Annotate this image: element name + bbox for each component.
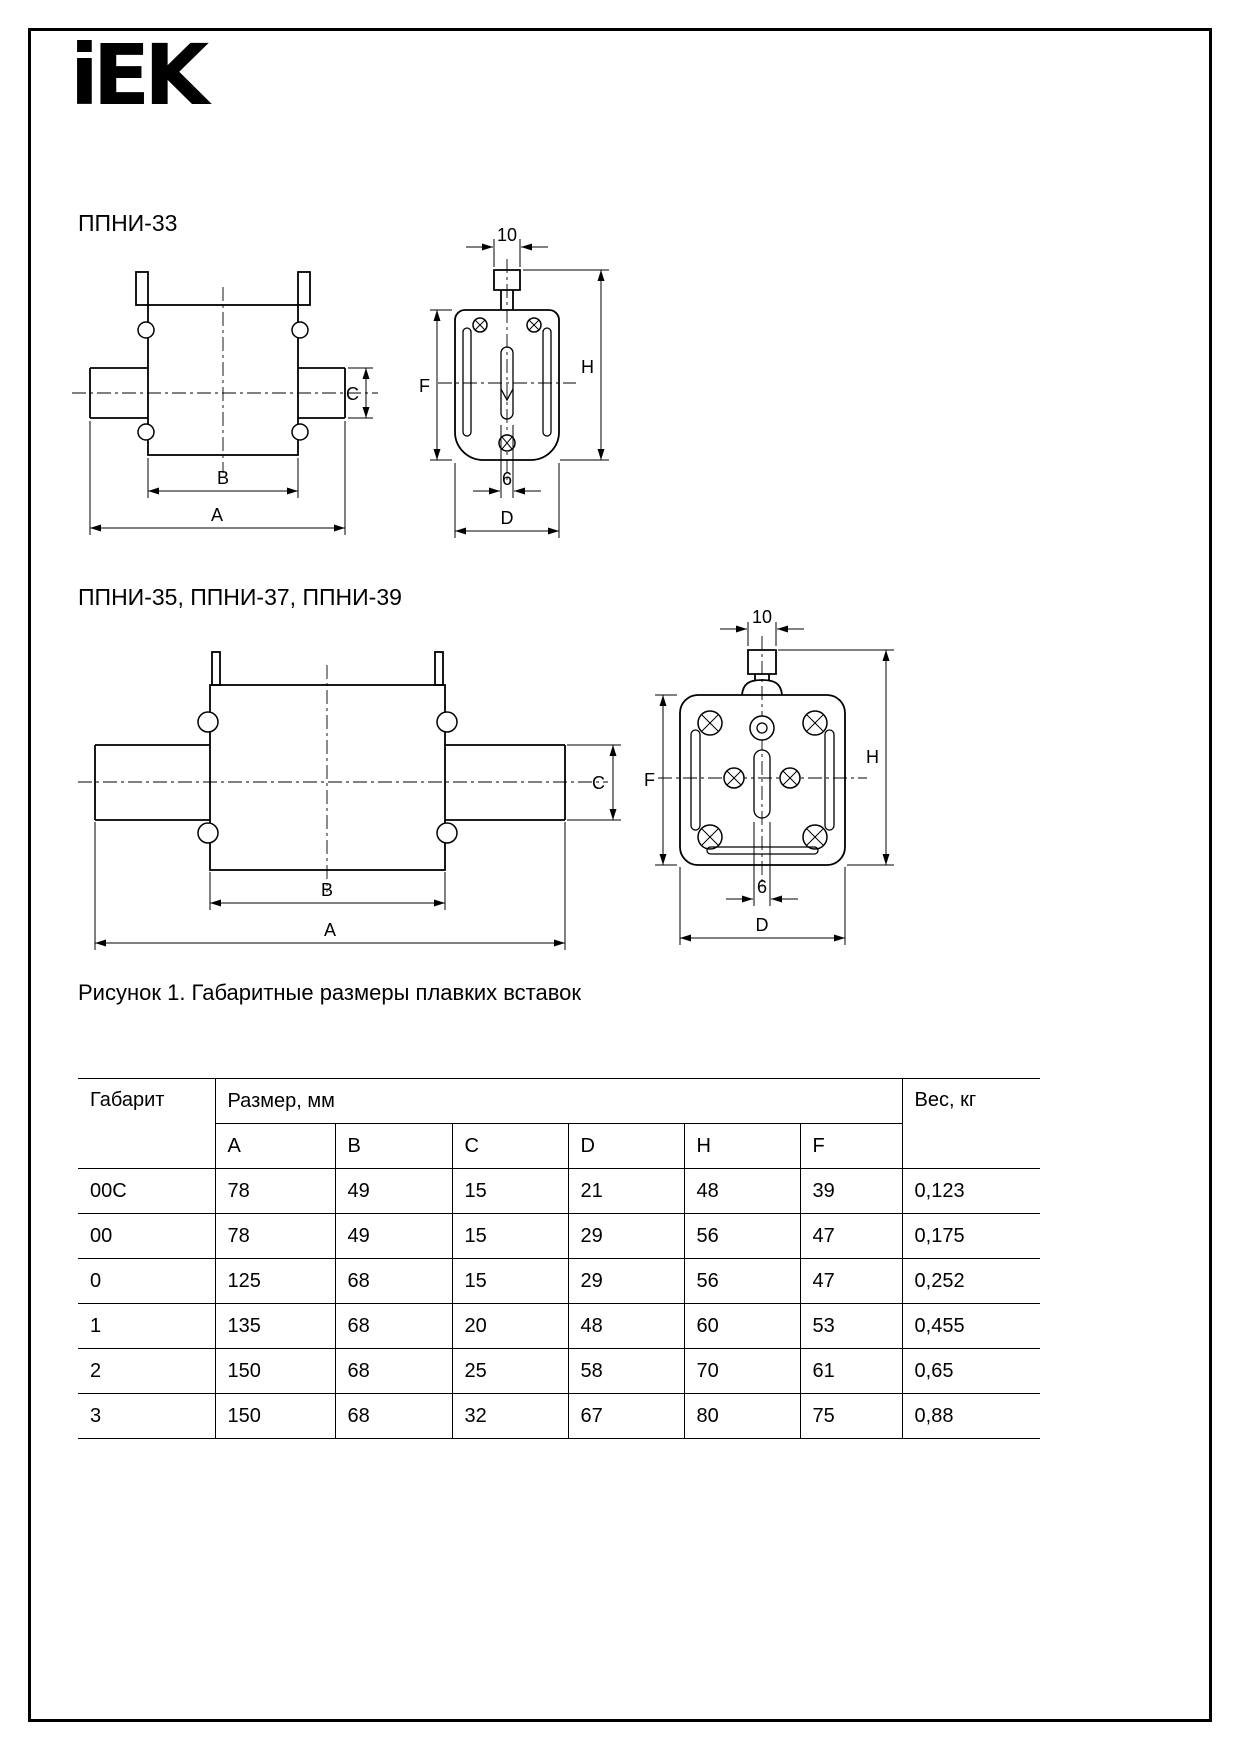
drawing2-title: ППНИ-35, ППНИ-37, ППНИ-39 bbox=[78, 584, 402, 610]
col-header-weight: Вес, кг bbox=[901, 1078, 1041, 1169]
col-header-c: C bbox=[451, 1123, 569, 1169]
cell-a: 78 bbox=[214, 1213, 336, 1259]
page-border bbox=[28, 28, 1212, 1722]
cell-h: 70 bbox=[683, 1348, 801, 1394]
table-row: 00 78 49 15 29 56 47 0,175 bbox=[78, 1213, 1041, 1259]
cell-h: 60 bbox=[683, 1303, 801, 1349]
iek-logo: iEK bbox=[70, 26, 209, 124]
cell-f: 47 bbox=[799, 1213, 903, 1259]
cell-d: 29 bbox=[567, 1258, 685, 1304]
cell-f: 39 bbox=[799, 1168, 903, 1214]
cell-gabarit: 1 bbox=[78, 1303, 216, 1349]
cell-c: 25 bbox=[451, 1348, 569, 1394]
cell-b: 68 bbox=[334, 1393, 453, 1439]
cell-a: 150 bbox=[214, 1393, 336, 1439]
dim-6-label: 6 bbox=[757, 877, 767, 897]
ppni35-side-view: C B A bbox=[78, 651, 621, 950]
dim-a-label: A bbox=[324, 920, 336, 940]
col-header-d: D bbox=[567, 1123, 685, 1169]
cell-c: 32 bbox=[451, 1393, 569, 1439]
dim-h-label: H bbox=[581, 357, 594, 377]
col-header-b: B bbox=[334, 1123, 453, 1169]
cell-gabarit: 0 bbox=[78, 1258, 216, 1304]
col-header-h: H bbox=[683, 1123, 801, 1169]
drawing-ppni-33: C B A bbox=[72, 225, 609, 538]
dimensions-table: Габарит Размер, мм Вес, кг A B C D H F 0… bbox=[78, 1078, 1041, 1439]
cell-gabarit: 3 bbox=[78, 1393, 216, 1439]
cell-d: 67 bbox=[567, 1393, 685, 1439]
cell-gabarit: 00 bbox=[78, 1213, 216, 1259]
dim-h-label: H bbox=[866, 747, 879, 767]
cell-b: 68 bbox=[334, 1348, 453, 1394]
cell-h: 48 bbox=[683, 1168, 801, 1214]
cell-h: 80 bbox=[683, 1393, 801, 1439]
cell-f: 53 bbox=[799, 1303, 903, 1349]
dim-b-label: B bbox=[321, 880, 333, 900]
table-header-row-1: Габарит Размер, мм Вес, кг bbox=[78, 1078, 1041, 1169]
cell-weight: 0,65 bbox=[901, 1348, 1041, 1394]
cell-h: 56 bbox=[683, 1213, 801, 1259]
table-row: 00C 78 49 15 21 48 39 0,123 bbox=[78, 1168, 1041, 1214]
cell-gabarit: 2 bbox=[78, 1348, 216, 1394]
col-header-gabarit: Габарит bbox=[78, 1078, 216, 1169]
cell-weight: 0,175 bbox=[901, 1213, 1041, 1259]
cell-weight: 0,252 bbox=[901, 1258, 1041, 1304]
cell-c: 15 bbox=[451, 1213, 569, 1259]
dim-c-label: C bbox=[346, 384, 359, 404]
col-header-f: F bbox=[799, 1123, 903, 1169]
drawing1-title: ППНИ-33 bbox=[78, 210, 178, 236]
cell-h: 56 bbox=[683, 1258, 801, 1304]
cell-b: 68 bbox=[334, 1303, 453, 1349]
cell-c: 15 bbox=[451, 1258, 569, 1304]
figure-caption: Рисунок 1. Габаритные размеры плавких вс… bbox=[78, 980, 582, 1005]
cell-c: 15 bbox=[451, 1168, 569, 1214]
table-header-row-2: A B C D H F bbox=[78, 1123, 1040, 1169]
cell-f: 47 bbox=[799, 1258, 903, 1304]
dim-c-label: C bbox=[592, 773, 605, 793]
cell-b: 49 bbox=[334, 1213, 453, 1259]
dim-f-label: F bbox=[644, 770, 655, 790]
cell-weight: 0,455 bbox=[901, 1303, 1041, 1349]
cell-weight: 0,123 bbox=[901, 1168, 1041, 1214]
cell-d: 29 bbox=[567, 1213, 685, 1259]
cell-f: 75 bbox=[799, 1393, 903, 1439]
ppni33-side-view: C B A bbox=[72, 271, 378, 535]
table-row: 1 135 68 20 48 60 53 0,455 bbox=[78, 1303, 1041, 1349]
dim-b-label: B bbox=[217, 468, 229, 488]
cell-a: 135 bbox=[214, 1303, 336, 1349]
cell-f: 61 bbox=[799, 1348, 903, 1394]
cell-a: 78 bbox=[214, 1168, 336, 1214]
cell-d: 21 bbox=[567, 1168, 685, 1214]
ppni33-front-view: 10 F H 6 D bbox=[419, 225, 609, 538]
cell-a: 150 bbox=[214, 1348, 336, 1394]
cell-d: 58 bbox=[567, 1348, 685, 1394]
dim-f-label: F bbox=[419, 376, 430, 396]
dim-10-label: 10 bbox=[752, 610, 772, 627]
cell-a: 125 bbox=[214, 1258, 336, 1304]
cell-c: 20 bbox=[451, 1303, 569, 1349]
cell-weight: 0,88 bbox=[901, 1393, 1041, 1439]
dim-a-label: A bbox=[211, 505, 223, 525]
col-header-a: A bbox=[214, 1123, 336, 1169]
cell-d: 48 bbox=[567, 1303, 685, 1349]
table-row: 2 150 68 25 58 70 61 0,65 bbox=[78, 1348, 1041, 1394]
cell-gabarit: 00C bbox=[78, 1168, 216, 1214]
drawing-ppni-35-37-39: C B A bbox=[78, 610, 894, 950]
cell-b: 49 bbox=[334, 1168, 453, 1214]
dim-10-label: 10 bbox=[497, 225, 517, 245]
dim-d-label: D bbox=[501, 508, 514, 528]
dim-d-label: D bbox=[756, 915, 769, 935]
cell-b: 68 bbox=[334, 1258, 453, 1304]
dim-6-label: 6 bbox=[502, 469, 512, 489]
table-row: 3 150 68 32 67 80 75 0,88 bbox=[78, 1393, 1041, 1439]
col-header-size: Размер, мм bbox=[214, 1078, 903, 1124]
table-row: 0 125 68 15 29 56 47 0,252 bbox=[78, 1258, 1041, 1304]
ppni35-front-view: 10 F H 6 D bbox=[644, 610, 894, 945]
